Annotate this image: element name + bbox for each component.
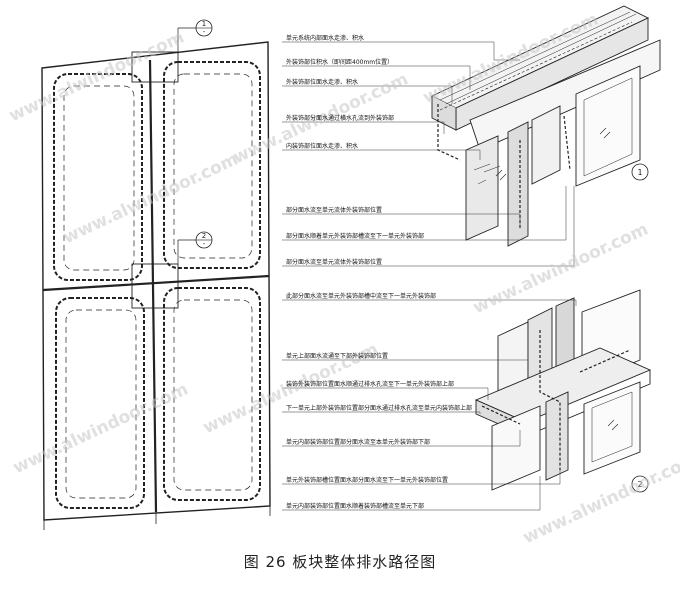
section-mark-2-num: 2 bbox=[202, 232, 206, 240]
detail-1-isometric bbox=[430, 5, 661, 247]
panel-elevation bbox=[41, 28, 271, 530]
callout-upper-8: 部分面水流至单元流体外装饰部位置 bbox=[286, 259, 383, 266]
detail-2-isometric bbox=[474, 289, 652, 491]
callout-lower-4: 下一单元上部外装饰部位置部分面水通过排水孔流至单元内装饰部上部 bbox=[286, 405, 473, 412]
section-mark-1: 1 - bbox=[178, 19, 213, 37]
section-mark-2: 2 - bbox=[178, 231, 213, 249]
detail-number-2-text: 2 bbox=[637, 480, 642, 489]
callout-lower-2: 单元上部面水流通至下部外装饰部位置 bbox=[286, 353, 389, 360]
callout-upper-3: 外装饰部位面水走渗、积水 bbox=[286, 79, 359, 86]
lower-leaders bbox=[282, 299, 577, 511]
detail-number-1-text: 1 bbox=[637, 168, 642, 177]
callout-lower-7: 单元内部装饰部位置面水顺着装饰部槽流至单元下部 bbox=[286, 503, 425, 510]
detail-number-2: 2 bbox=[631, 475, 649, 493]
callout-upper-1: 单元系统内部面水走渗、积水 bbox=[286, 35, 365, 42]
callout-upper-5: 内装饰部位面水走渗、积水 bbox=[286, 143, 359, 150]
section-mark-2-den: - bbox=[203, 240, 206, 248]
callout-upper-4: 外装饰部分面水通过横水孔流到外装饰部 bbox=[286, 115, 395, 122]
detail-number-1: 1 bbox=[631, 163, 649, 181]
figure-caption: 图 26 板块整体排水路径图 bbox=[243, 553, 437, 571]
callout-lower-5: 单元内部装饰部位置部分面水流至本单元外装饰部下部 bbox=[286, 439, 431, 446]
section-mark-1-den: - bbox=[203, 28, 206, 36]
upper-leaders bbox=[282, 41, 575, 267]
callout-upper-2: 外装饰部位积水（即间距400mm位置） bbox=[286, 59, 394, 66]
section-mark-1-num: 1 bbox=[202, 20, 206, 28]
callout-lower-6: 单元外装饰部槽位置面水部分面水流至下一单元外装饰部位置 bbox=[286, 477, 449, 484]
callout-upper-7: 部分面水顺着单元外装饰部槽流至下一单元外装饰部 bbox=[286, 233, 425, 240]
callout-lower-3: 装饰外装饰部位置面水顺通过排水孔流至下一单元外装饰部上部 bbox=[286, 381, 455, 388]
callout-lower-1: 此部分面水流至单元外装饰部槽中流至下一单元外装饰部 bbox=[286, 293, 437, 300]
callout-upper-6: 部分面水流至单元流体外装饰部位置 bbox=[286, 207, 383, 214]
